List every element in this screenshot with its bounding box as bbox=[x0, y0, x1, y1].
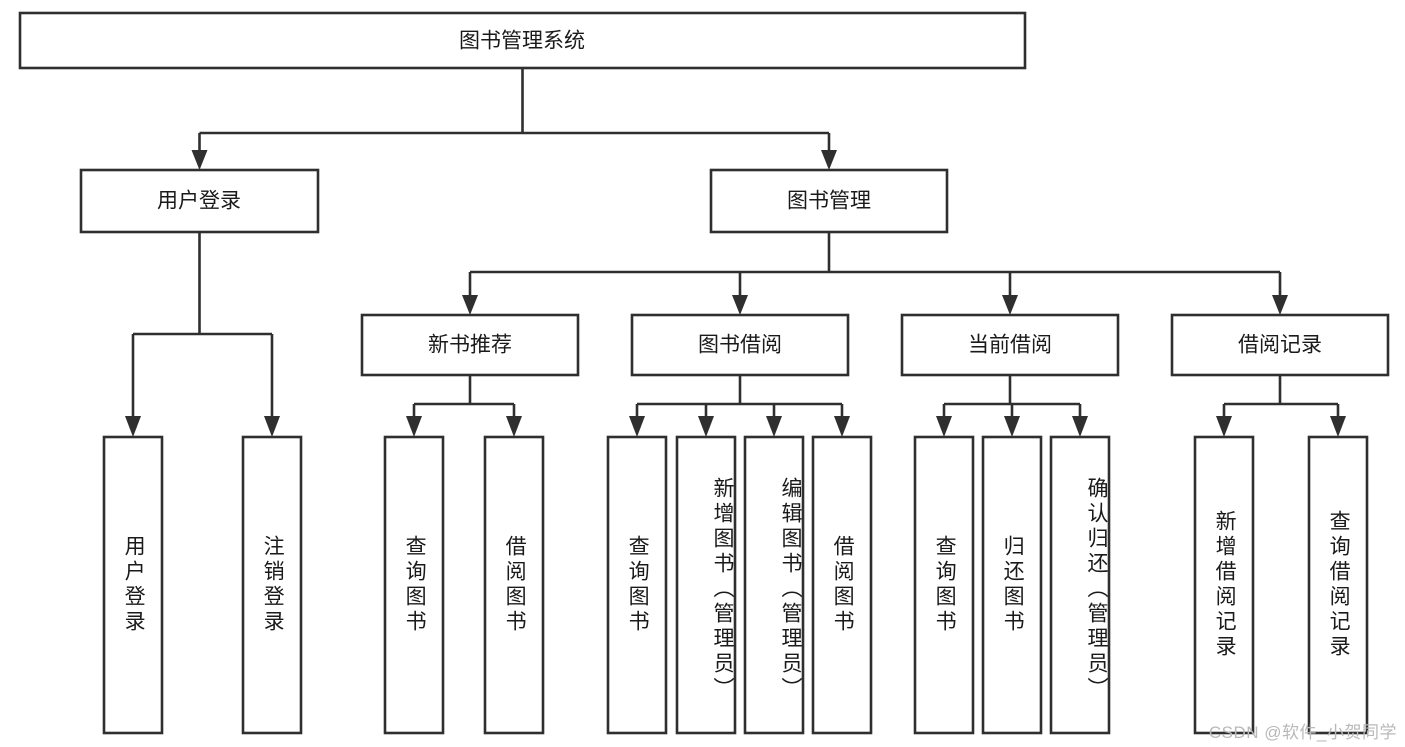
csdn-watermark: CSDN @软件_小贺同学 bbox=[1208, 723, 1397, 742]
node-leaf-10-label-wrap: 归还图书 bbox=[1001, 535, 1025, 635]
node-leaf-3[interactable]: 查询图书 bbox=[383, 435, 445, 735]
node-leaf-13-label-wrap: 查询借阅记录 bbox=[1327, 510, 1351, 660]
node-leaf-3-label: 查询图书 bbox=[403, 535, 427, 635]
node-leaf-1-label: 用户登录 bbox=[122, 535, 146, 635]
node-leaf-3-box[interactable] bbox=[383, 435, 445, 735]
arrowhead-leaf1 bbox=[125, 416, 141, 437]
node-leaf-7-box[interactable] bbox=[743, 435, 805, 735]
node-leaf-6-label-wrap: 新增图书（管理员） bbox=[711, 476, 734, 702]
node-book-borrow[interactable]: 图书借阅 bbox=[630, 313, 850, 377]
node-leaf-9-label: 查询图书 bbox=[933, 535, 957, 635]
node-leaf-9-label-wrap: 查询图书 bbox=[933, 535, 957, 635]
connector-layer bbox=[125, 68, 1346, 437]
arrowhead-leaf2 bbox=[264, 416, 280, 437]
node-leaf-2[interactable]: 注销登录 bbox=[241, 435, 303, 735]
arrowhead-login bbox=[191, 150, 208, 170]
node-current-borrow-label: 当前借阅 bbox=[968, 334, 1052, 357]
node-leaf-7-label: 编辑图书（管理员） bbox=[779, 476, 802, 702]
node-leaf-2-label: 注销登录 bbox=[261, 535, 285, 635]
node-new-book-rec-label: 新书推荐 bbox=[428, 334, 512, 357]
arrowhead-leaf9 bbox=[936, 416, 952, 437]
node-leaf-10-box[interactable] bbox=[981, 435, 1043, 735]
node-leaf-11[interactable]: 确认归还（管理员） bbox=[1049, 435, 1111, 735]
arrowhead-leaf11 bbox=[1072, 416, 1088, 437]
node-leaf-4-box[interactable] bbox=[483, 435, 545, 735]
node-book-borrow-label: 图书借阅 bbox=[698, 334, 782, 357]
node-leaf-2-box[interactable] bbox=[241, 435, 303, 735]
arrowhead-leaf10 bbox=[1004, 416, 1020, 437]
node-leaf-12-label: 新增借阅记录 bbox=[1213, 510, 1237, 660]
node-book-mgmt[interactable]: 图书管理 bbox=[709, 168, 949, 234]
node-leaf-1-box[interactable] bbox=[102, 435, 164, 735]
arrowhead-leaf8 bbox=[834, 416, 850, 437]
node-leaf-4[interactable]: 借阅图书 bbox=[483, 435, 545, 735]
node-leaf-13-box[interactable] bbox=[1307, 435, 1369, 735]
node-leaf-11-label: 确认归还（管理员） bbox=[1085, 476, 1108, 702]
node-leaf-8-label: 借阅图书 bbox=[831, 535, 855, 635]
node-leaf-8[interactable]: 借阅图书 bbox=[811, 435, 873, 735]
node-leaf-6-box[interactable] bbox=[675, 435, 737, 735]
node-leaf-4-label-wrap: 借阅图书 bbox=[503, 535, 527, 635]
node-book-mgmt-label: 图书管理 bbox=[787, 190, 871, 213]
node-leaf-5-label: 查询图书 bbox=[626, 535, 650, 635]
node-leaf-11-box[interactable] bbox=[1049, 435, 1111, 735]
node-leaf-7-label-wrap: 编辑图书（管理员） bbox=[779, 476, 802, 702]
node-leaf-12-label-wrap: 新增借阅记录 bbox=[1213, 510, 1237, 660]
arrowhead-bookborrow bbox=[732, 295, 748, 315]
arrowhead-bookmgmt bbox=[821, 150, 837, 170]
node-book-mgmt-box[interactable] bbox=[709, 168, 949, 234]
arrowhead-leaf5 bbox=[629, 416, 645, 437]
node-leaf-5-label-wrap: 查询图书 bbox=[626, 535, 650, 635]
node-current-borrow-box[interactable] bbox=[900, 313, 1120, 377]
arrowhead-leaf4 bbox=[506, 416, 522, 437]
node-current-borrow[interactable]: 当前借阅 bbox=[900, 313, 1120, 377]
arrowhead-leaf7 bbox=[766, 416, 782, 437]
arrowhead-leaf13 bbox=[1330, 416, 1346, 437]
node-book-borrow-box[interactable] bbox=[630, 313, 850, 377]
node-leaf-6-label: 新增图书（管理员） bbox=[711, 476, 734, 702]
node-root[interactable]: 图书管理系统 bbox=[18, 11, 1027, 70]
node-new-book-rec-box[interactable] bbox=[360, 313, 580, 377]
node-leaf-1[interactable]: 用户登录 bbox=[102, 435, 164, 735]
arrowhead-leaf3 bbox=[406, 416, 422, 437]
node-leaf-5-box[interactable] bbox=[606, 435, 668, 735]
node-leaf-10[interactable]: 归还图书 bbox=[981, 435, 1043, 735]
node-leaf-6[interactable]: 新增图书（管理员） bbox=[675, 435, 737, 735]
arrowhead-borrowrecord bbox=[1272, 295, 1288, 315]
node-leaf-10-label: 归还图书 bbox=[1001, 535, 1025, 635]
node-leaf-8-label-wrap: 借阅图书 bbox=[831, 535, 855, 635]
node-leaf-4-label: 借阅图书 bbox=[503, 535, 527, 635]
node-borrow-record-label: 借阅记录 bbox=[1238, 334, 1322, 357]
node-root-box[interactable] bbox=[18, 11, 1027, 70]
node-leaf-9-box[interactable] bbox=[913, 435, 975, 735]
node-login-label: 用户登录 bbox=[157, 190, 241, 213]
node-leaf-7[interactable]: 编辑图书（管理员） bbox=[743, 435, 805, 735]
arrowhead-currentborrow bbox=[1002, 295, 1018, 315]
node-leaf-13-label: 查询借阅记录 bbox=[1327, 510, 1351, 660]
node-leaf-12-box[interactable] bbox=[1193, 435, 1255, 735]
arrowhead-leaf6 bbox=[698, 416, 714, 437]
node-login-box[interactable] bbox=[79, 168, 320, 234]
node-leaf-9[interactable]: 查询图书 bbox=[913, 435, 975, 735]
arrowhead-leaf12 bbox=[1216, 416, 1232, 437]
node-leaf-8-box[interactable] bbox=[811, 435, 873, 735]
node-leaf-3-label-wrap: 查询图书 bbox=[403, 535, 427, 635]
node-leaf-11-label-wrap: 确认归还（管理员） bbox=[1085, 476, 1108, 702]
node-login[interactable]: 用户登录 bbox=[79, 168, 320, 234]
arrowhead-newbook bbox=[462, 295, 478, 315]
node-leaf-13[interactable]: 查询借阅记录 bbox=[1307, 435, 1369, 735]
node-borrow-record[interactable]: 借阅记录 bbox=[1170, 313, 1390, 377]
node-new-book-rec[interactable]: 新书推荐 bbox=[360, 313, 580, 377]
node-root-label: 图书管理系统 bbox=[459, 30, 585, 53]
node-leaf-1-label-wrap: 用户登录 bbox=[122, 535, 146, 635]
node-leaf-2-label-wrap: 注销登录 bbox=[261, 535, 285, 635]
node-leaf-12[interactable]: 新增借阅记录 bbox=[1193, 435, 1255, 735]
node-leaf-5[interactable]: 查询图书 bbox=[606, 435, 668, 735]
node-borrow-record-box[interactable] bbox=[1170, 313, 1390, 377]
